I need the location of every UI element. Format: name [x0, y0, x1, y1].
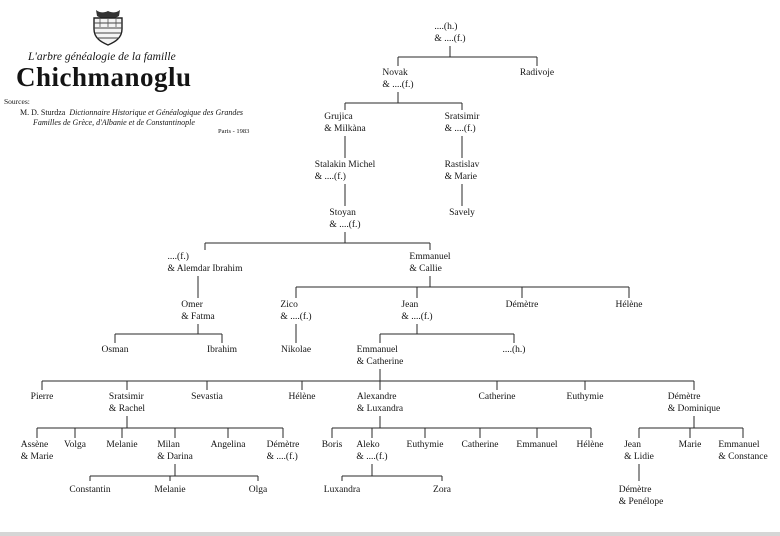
tree-node-constantin: Constantin [69, 485, 111, 495]
tree-node-helene-1: Hélène [615, 300, 643, 310]
tree-node-catherine-1: Catherine [478, 392, 516, 402]
tree-node-root: ....(h.) & ....(f.) [434, 22, 466, 44]
tree-node-emmanuel-catherine: Emmanuel & Catherine [356, 345, 404, 367]
tree-node-alexandre-luxandra: Alexandre & Luxandra [356, 392, 404, 414]
tree-node-omer-fatma: Omer & Fatma [181, 300, 215, 322]
tree-node-grujica: Grujica & Milkàna [324, 112, 366, 134]
coat-of-arms-image [93, 10, 123, 46]
tree-node-boris: Boris [321, 440, 343, 450]
tree-node-radivoje: Radivoje [519, 68, 555, 78]
source-author: M. D. Sturdza [20, 108, 66, 117]
tree-node-helene-2: Hélène [288, 392, 316, 402]
tree-node-novak: Novak & ....(f.) [382, 68, 414, 90]
tree-node-luxandra: Luxandra [323, 485, 361, 495]
tree-node-emmanuel-2: Emmanuel [516, 440, 558, 450]
tree-node-daughter-alemdar: ....(f.) & Alemdar Ibrahim [167, 252, 243, 274]
tree-node-sevastia: Sevastia [191, 392, 223, 402]
tree-node-jean-1: Jean & ....(f.) [401, 300, 433, 322]
tree-node-helene-3: Hélène [576, 440, 604, 450]
tree-node-assene-marie: Assène & Marie [20, 440, 54, 462]
chart-subtitle: L'arbre généalogie de la famille [28, 51, 176, 63]
source-publication: Paris - 1983 [218, 128, 250, 135]
tree-node-zico: Zico & ....(f.) [280, 300, 312, 322]
tree-node-catherine-2: Catherine [461, 440, 499, 450]
source-work-title-part1: Dictionnaire Historique et Généalogique … [69, 108, 244, 117]
tree-node-zora: Zora [433, 485, 451, 495]
tree-node-demetre-1: Démètre [505, 300, 539, 310]
source-work-title-part2: Familles de Grèce, d'Albanie et de Const… [33, 118, 195, 127]
tree-node-emmanuel-callie: Emmanuel & Callie [409, 252, 451, 274]
tree-node-son-unknown: ....(h.) [502, 345, 526, 355]
window-bottom-edge [0, 532, 780, 536]
tree-node-melanie-2: Melanie [154, 485, 186, 495]
source-citation-line1: M. D. Sturdza Dictionnaire Historique et… [20, 108, 243, 117]
tree-node-demetre-2: Démètre & ....(f.) [266, 440, 300, 462]
tree-node-euthymie-1: Euthymie [566, 392, 604, 402]
tree-node-nikolae: Nikolae [280, 345, 312, 355]
tree-node-demetre-dominique: Démètre & Dominique [667, 392, 721, 414]
tree-node-sratsimir-rachel: Sratsimir & Rachel [108, 392, 146, 414]
tree-node-volga: Volga [64, 440, 86, 450]
tree-node-rastislav: Rastislav & Marie [444, 160, 480, 182]
tree-node-aleko: Aleko & ....(f.) [356, 440, 388, 462]
tree-node-stalakin-michel: Stalakin Michel & ....(f.) [314, 160, 376, 182]
tree-node-savely: Savely [449, 208, 475, 218]
tree-node-demetre-penelope: Démètre & Penélope [618, 485, 664, 507]
tree-node-milan-darina: Milan & Darina [157, 440, 193, 462]
tree-node-emmanuel-constance: Emmanuel & Constance [718, 440, 768, 462]
tree-node-pierre: Pierre [30, 392, 54, 402]
tree-node-marie: Marie [678, 440, 702, 450]
tree-node-stoyan: Stoyan & ....(f.) [329, 208, 361, 230]
tree-node-sratsimir-1: Sratsimir & ....(f.) [444, 112, 480, 134]
tree-node-jean-lidie: Jean & Lidie [624, 440, 654, 462]
tree-node-angelina: Angelina [210, 440, 246, 450]
sources-label: Sources: [4, 97, 30, 106]
tree-node-osman: Osman [101, 345, 129, 355]
tree-node-olga: Olga [248, 485, 268, 495]
family-name-title: Chichmanoglu [16, 62, 192, 92]
tree-node-ibrahim: Ibrahim [206, 345, 238, 355]
tree-node-melanie-1: Melanie [106, 440, 138, 450]
tree-node-euthymie-2: Euthymie [406, 440, 444, 450]
